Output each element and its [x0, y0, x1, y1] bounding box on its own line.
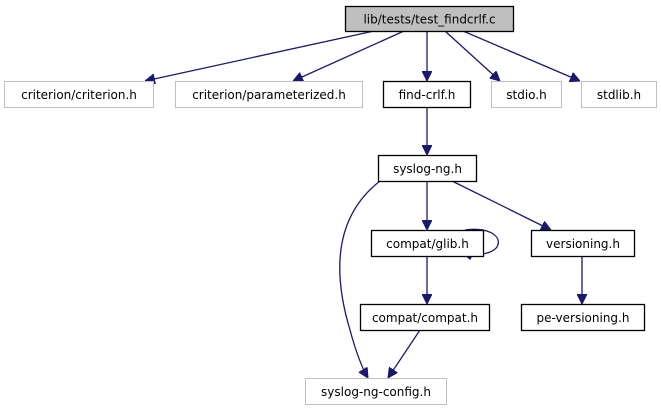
- node-compat[interactable]: compat/compat.h: [359, 303, 491, 332]
- node-label: stdlib.h: [597, 88, 641, 102]
- node-label: compat/glib.h: [386, 237, 469, 251]
- node-syslogng[interactable]: syslog-ng.h: [377, 154, 478, 183]
- node-label: find-crlf.h: [399, 88, 456, 102]
- node-config: syslog-ng-config.h: [305, 378, 447, 405]
- node-label: criterion/criterion.h: [21, 88, 137, 102]
- node-findcrlf[interactable]: find-crlf.h: [382, 80, 472, 109]
- node-label: pe-versioning.h: [537, 311, 630, 325]
- node-label: lib/tests/test_findcrlf.c: [363, 13, 495, 27]
- node-box: [344, 5, 515, 33]
- node-box: [581, 81, 657, 108]
- node-label: syslog-ng.h: [393, 162, 462, 176]
- node-root[interactable]: lib/tests/test_findcrlf.c: [344, 5, 515, 33]
- node-criterion: criterion/criterion.h: [4, 81, 154, 108]
- edge-root-to-stdio: [444, 30, 500, 81]
- node-label: versioning.h: [546, 237, 620, 251]
- node-box: [520, 303, 646, 332]
- node-box: [175, 81, 363, 108]
- node-label: compat/compat.h: [372, 311, 478, 325]
- node-box: [382, 80, 472, 109]
- node-parameterized: criterion/parameterized.h: [175, 81, 363, 108]
- node-glib[interactable]: compat/glib.h: [370, 229, 485, 258]
- edge-syslogng-to-versioning: [451, 180, 551, 231]
- node-versioning[interactable]: versioning.h: [530, 229, 636, 258]
- edge-root-to-criterion: [145, 30, 375, 81]
- edge-compat-to-config: [388, 329, 421, 378]
- node-peversioning[interactable]: pe-versioning.h: [520, 303, 646, 332]
- edge-root-to-parameterized: [293, 30, 405, 81]
- nodes: lib/tests/test_findcrlf.c criterion/crite…: [4, 5, 657, 405]
- node-box: [359, 303, 491, 332]
- node-box: [530, 229, 636, 258]
- node-label: criterion/parameterized.h: [192, 88, 346, 102]
- node-box: [377, 154, 478, 183]
- edge-syslogng-to-config: [339, 180, 381, 378]
- node-stdlib: stdlib.h: [581, 81, 657, 108]
- node-label: syslog-ng-config.h: [321, 385, 431, 399]
- node-box: [4, 81, 154, 108]
- node-label: stdio.h: [506, 88, 546, 102]
- node-box: [491, 81, 562, 108]
- node-stdio: stdio.h: [491, 81, 562, 108]
- node-box: [370, 229, 485, 258]
- edges: [145, 30, 582, 378]
- edge-root-to-stdlib: [462, 30, 580, 81]
- node-box: [305, 378, 447, 405]
